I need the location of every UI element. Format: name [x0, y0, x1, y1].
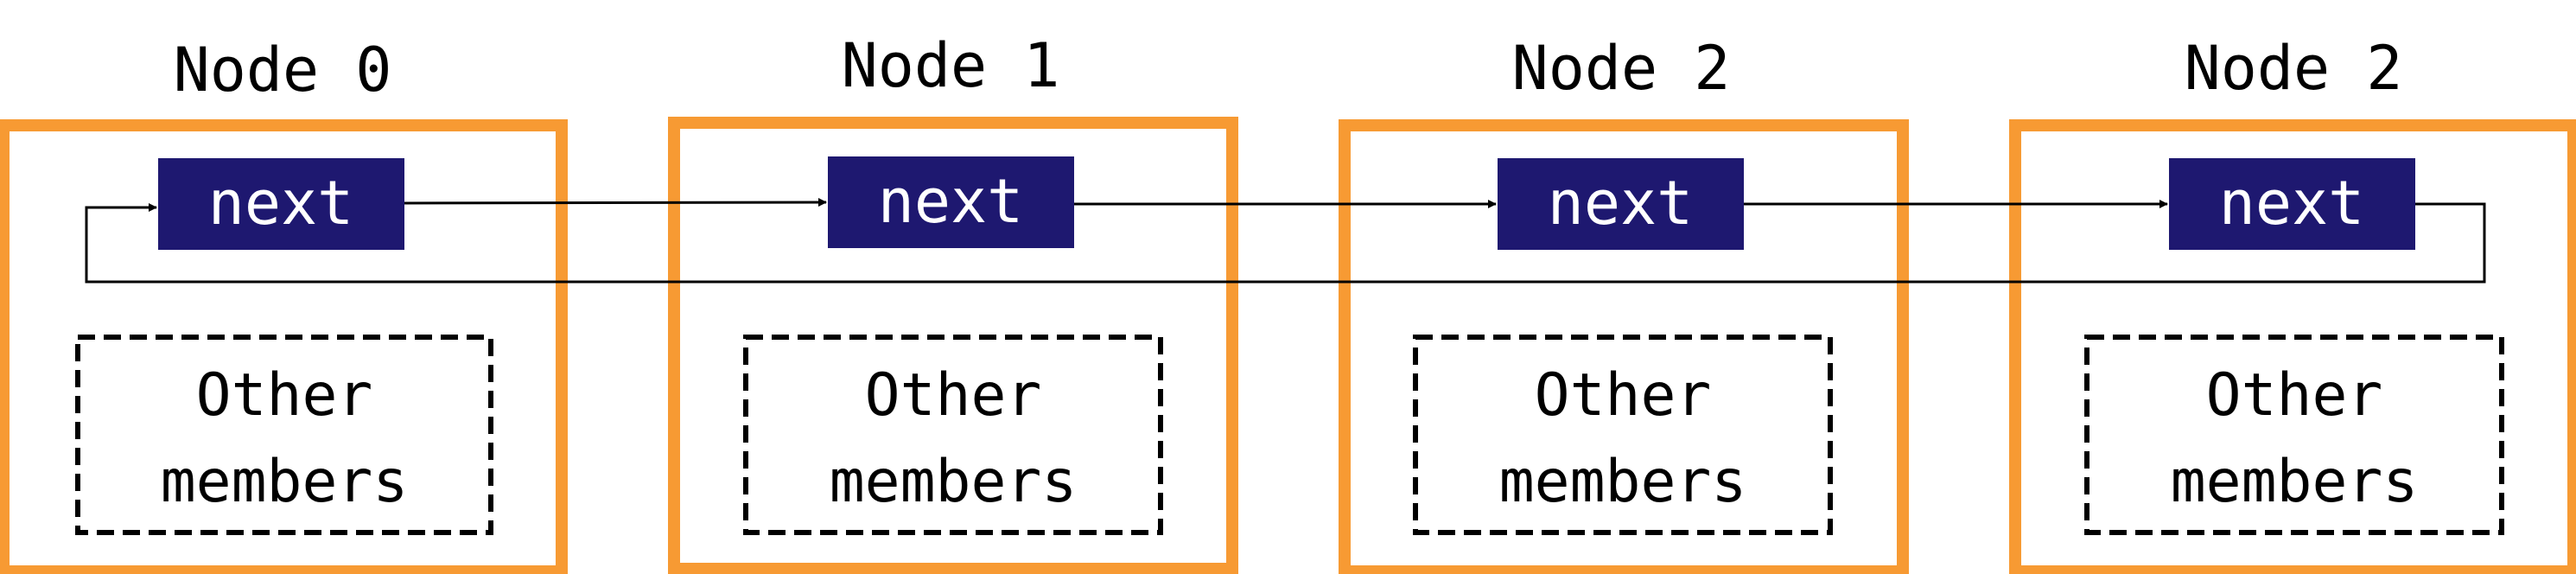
node-box	[1339, 119, 1909, 574]
link-arrow-node0-to-node1	[404, 198, 827, 207]
node-title: Node 2	[1512, 33, 1731, 104]
node-2: Node 2 next Other members	[1339, 33, 1909, 574]
next-field	[2169, 158, 2415, 250]
other-members-box	[1413, 335, 1833, 535]
node-box	[0, 119, 568, 574]
node-title: Node 2	[2185, 33, 2403, 104]
node-0: Node 0 next Other members	[0, 35, 568, 574]
node-box	[668, 117, 1238, 574]
other-members-line1: Other	[196, 361, 373, 430]
next-label: next	[2219, 168, 2365, 239]
node-1: Node 1 next Other members	[668, 30, 1238, 574]
next-label: next	[878, 166, 1024, 237]
next-field	[1498, 158, 1744, 250]
other-members-line2: members	[2171, 448, 2419, 516]
link-arrow-node3-to-node0	[85, 202, 2486, 284]
link-arrows	[85, 198, 2486, 284]
next-label: next	[208, 168, 354, 239]
other-members-line1: Other	[1535, 361, 1712, 430]
node-title: Node 0	[174, 35, 392, 105]
next-field	[158, 158, 404, 250]
node-title: Node 1	[842, 30, 1060, 101]
other-members-line2: members	[161, 448, 409, 516]
other-members-box	[2084, 335, 2504, 535]
next-label: next	[1548, 168, 1694, 239]
node-3: Node 2 next Other members	[2009, 33, 2576, 574]
other-members-line2: members	[1499, 448, 1747, 516]
other-members-box	[75, 335, 493, 535]
other-members-box	[743, 335, 1163, 535]
other-members-line1: Other	[2206, 361, 2383, 430]
other-members-line2: members	[830, 448, 1078, 516]
node-box	[2009, 119, 2576, 574]
other-members-line1: Other	[865, 361, 1042, 430]
next-field	[828, 156, 1074, 248]
